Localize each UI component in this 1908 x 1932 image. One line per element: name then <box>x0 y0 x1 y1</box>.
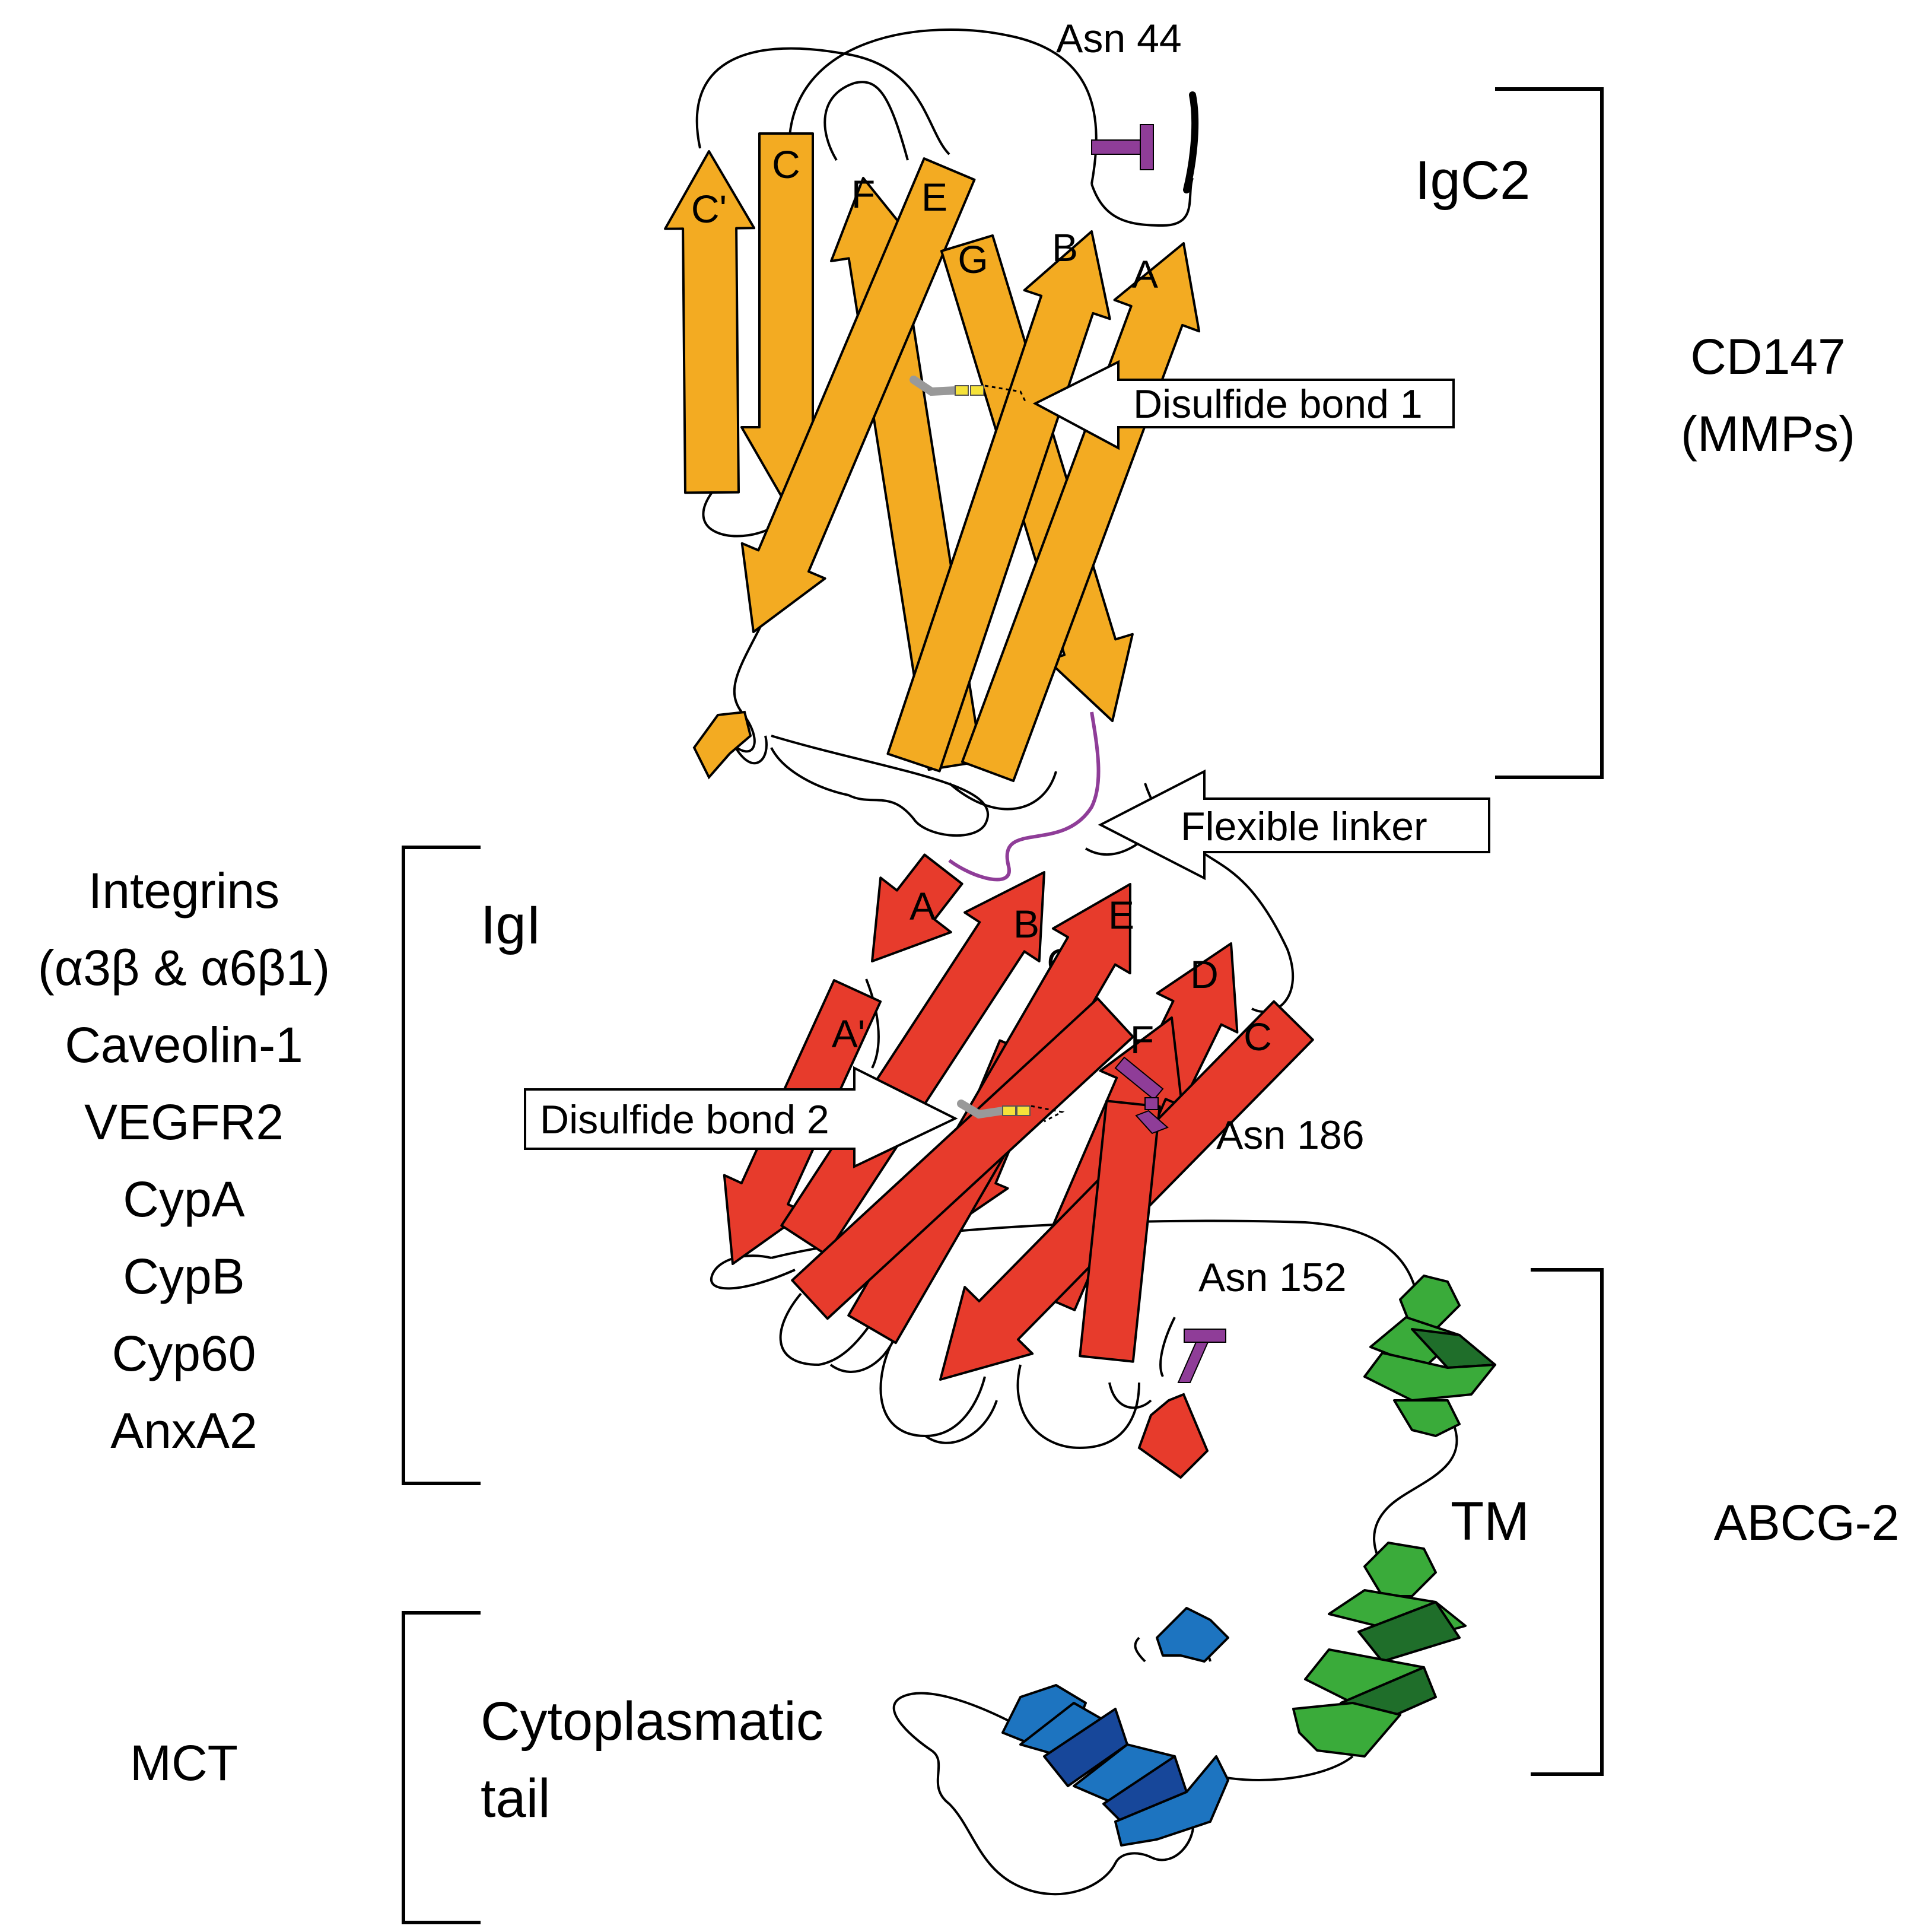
bracket-abcg2 <box>1531 1268 1604 1776</box>
disulfide-bond-1-stick <box>910 376 1028 404</box>
igc2-strand-c-label: C <box>772 142 800 186</box>
igc2-strand-b <box>886 230 1111 773</box>
igi-strand-a-label: A <box>910 884 936 928</box>
igi-partner-item: CypA <box>123 1171 244 1227</box>
igi-short-strand <box>1137 1393 1209 1479</box>
bracket-mct <box>402 1611 481 1924</box>
callout-disulfide-bond-1: Disulfide bond 1 <box>1032 360 1455 450</box>
igi-partner-item: AnxA2 <box>110 1403 257 1458</box>
cytoplasmatic-label-line2: tail <box>481 1768 551 1829</box>
igi-strand-e-label: E <box>1108 893 1134 937</box>
cytoplasmatic-label-line1: Cytoplasmatic <box>481 1691 823 1752</box>
igc2-strand-a-label: A <box>1132 252 1158 296</box>
bracket-cd147 <box>1495 87 1604 779</box>
tm-helix-2-end <box>1292 1702 1401 1758</box>
igi-partner-item: Cyp60 <box>112 1326 256 1381</box>
igi-partner-item: Caveolin-1 <box>65 1017 303 1073</box>
asn44-label: Asn 44 <box>1056 16 1182 61</box>
igc2-short-strand <box>692 710 752 780</box>
igc2-strand-e-label: E <box>921 175 947 219</box>
tm-helix-2-band-b <box>1357 1601 1461 1663</box>
igc2-strand-b-label: B <box>1052 225 1078 269</box>
glycosylation-marker-asn152 <box>1177 1329 1226 1383</box>
callout-disulfide-bond-1-label: Disulfide bond 1 <box>1133 382 1423 427</box>
cd147-partner-label-line1: CD147 <box>1690 329 1845 385</box>
cd147-partner-label-line2: (MMPs) <box>1681 406 1855 462</box>
igc2-label: IgC2 <box>1415 150 1530 211</box>
tm-helix-1-end <box>1393 1399 1461 1437</box>
callout-disulfide-bond-2-label: Disulfide bond 2 <box>540 1097 829 1142</box>
igc2-strand-c-prime-label: C' <box>691 187 727 231</box>
callout-flexible-linker-label: Flexible linker <box>1181 804 1427 849</box>
igi-partner-item: VEGFR2 <box>84 1094 284 1150</box>
igi-partner-item: CypB <box>123 1248 244 1304</box>
tm-label: TM <box>1451 1491 1529 1552</box>
cytoplasmic-helices <box>1001 1607 1229 1847</box>
glycosylation-marker-asn186 <box>1114 1056 1169 1135</box>
igi-strand-b-label: B <box>1013 902 1039 946</box>
igc2-strand-e <box>740 157 976 633</box>
igi-partner-item: (α3β & α6β1) <box>38 940 330 996</box>
igc2-strand-g-label: G <box>958 237 988 281</box>
tm-helices <box>1292 1275 1496 1758</box>
cyto-helix-end <box>1114 1755 1229 1847</box>
asn186-label: Asn 186 <box>1216 1113 1365 1158</box>
disulfide-bond-2-stick <box>957 1100 1065 1123</box>
n-terminus-tail <box>1183 91 1199 193</box>
igc2-domain: C' C F EG B A <box>664 132 1201 782</box>
igc2-strand-a <box>961 242 1201 782</box>
igi-strand-long <box>791 997 1134 1320</box>
asn152-label: Asn 152 <box>1198 1255 1347 1300</box>
igi-strand-d-label: D <box>1190 952 1219 996</box>
backbone-loops <box>695 28 1458 1896</box>
igc2-strand-c-prime <box>664 150 756 494</box>
igi-label: IgI <box>481 895 541 955</box>
igi-strand-a <box>871 853 963 962</box>
igi-strand-b <box>780 871 1045 1256</box>
cyto-small-strand <box>1156 1607 1229 1663</box>
igi-strand-f-label: F <box>1130 1018 1154 1062</box>
igi-strand-a-prime-label: A' <box>832 1012 866 1056</box>
igi-strand-c-label: C <box>1244 1015 1272 1059</box>
mct-label: MCT <box>130 1735 238 1791</box>
abcg2-label: ABCG-2 <box>1714 1495 1900 1550</box>
igc2-strand-f-label: F <box>851 172 875 216</box>
flexible-linker-line <box>948 711 1101 882</box>
igi-partner-list: Integrins (α3β & α6β1) Caveolin-1VEGFR2Cyp… <box>38 863 330 1458</box>
bracket-igi <box>402 846 481 1485</box>
callout-disulfide-bond-2: Disulfide bond 2 <box>524 1066 958 1169</box>
glycosylation-marker-asn44 <box>1091 124 1154 170</box>
callout-flexible-linker: Flexible linker <box>1098 769 1490 881</box>
igi-partner-item: Integrins <box>88 863 279 919</box>
